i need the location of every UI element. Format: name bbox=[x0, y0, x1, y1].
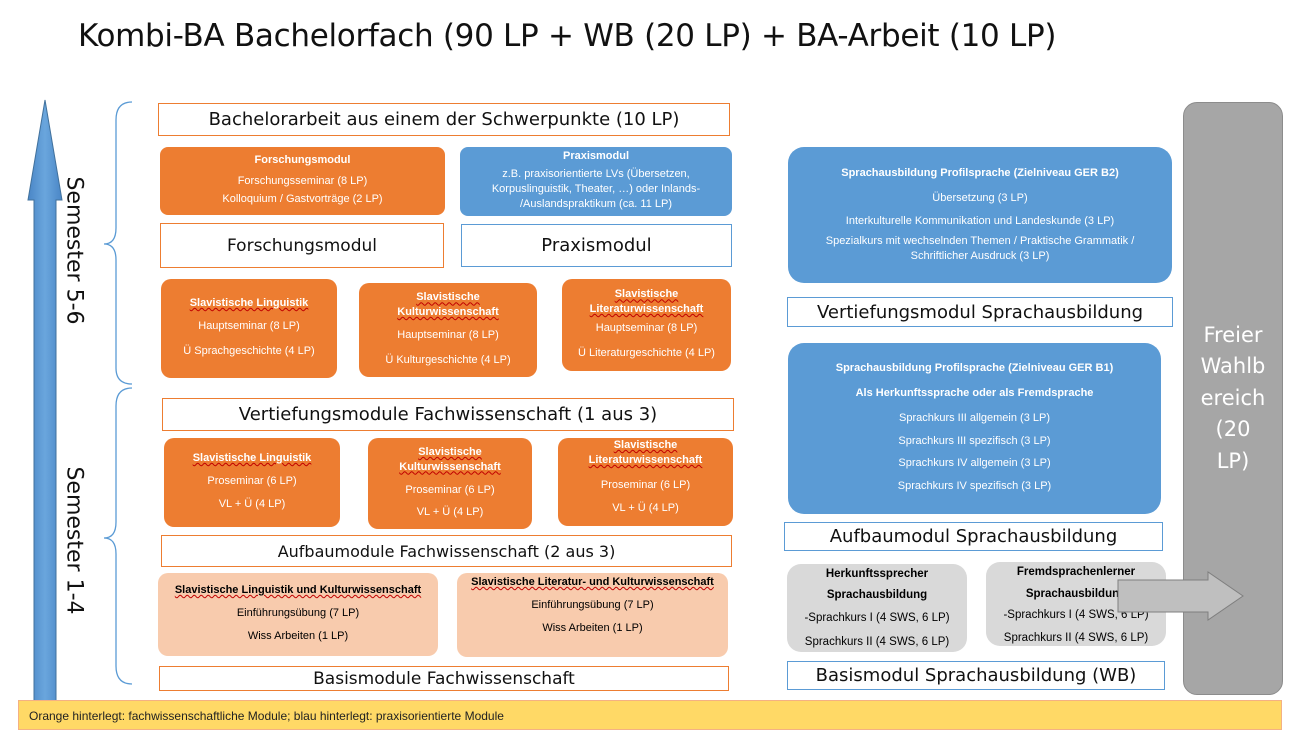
aufbau-card-kultur: Slavistische Kulturwissenschaft Prosemin… bbox=[368, 438, 532, 529]
card-line: Übersetzung (3 LP) bbox=[932, 191, 1028, 204]
card-line: Forschungsseminar (8 LP) bbox=[237, 174, 368, 187]
card-line: Wiss Arbeiten (1 LP) bbox=[542, 621, 643, 634]
sprache-b1-card: Sprachausbildung Profilsprache (Zielnive… bbox=[788, 343, 1161, 514]
card-line: Spezialkurs mit wechselnden Themen / Pra… bbox=[825, 235, 1135, 248]
card-heading: Slavistische Kulturwissenschaft bbox=[397, 291, 499, 319]
card-line: Proseminar (6 LP) bbox=[405, 483, 495, 496]
forschungsmodul-label: Forschungsmodul bbox=[160, 223, 444, 268]
aufbau-sprache-label: Aufbaumodul Sprachausbildung bbox=[784, 522, 1163, 551]
card-line: -Sprachkurs I (4 SWS, 6 LP) bbox=[1003, 608, 1149, 621]
card-line: Wiss Arbeiten (1 LP) bbox=[247, 629, 349, 642]
card-heading: Sprachausbildung Profilsprache (Zielnive… bbox=[835, 361, 1114, 374]
card-heading: Slavistische Kulturwissenschaft bbox=[399, 445, 501, 473]
card-line: Hauptseminar (8 LP) bbox=[595, 322, 698, 334]
vertiefung-sprache-label: Vertiefungsmodul Sprachausbildung bbox=[787, 297, 1173, 327]
card-line: Sprachkurs II (4 SWS, 6 LP) bbox=[804, 635, 950, 648]
praxismodul-label: Praxismodul bbox=[461, 224, 732, 267]
semester-upper-label: Semester 5-6 bbox=[61, 176, 87, 325]
card-line: Einführungsübung (7 LP) bbox=[236, 607, 360, 620]
card-heading: Forschungsmodul bbox=[254, 153, 351, 166]
sprache-b2-card: Sprachausbildung Profilsprache (Zielnive… bbox=[788, 147, 1172, 283]
brace-lower-icon bbox=[103, 387, 133, 685]
vertiefung-card-linguistik: Slavistische Linguistik Hauptseminar (8 … bbox=[161, 279, 337, 378]
card-line: Ü Kulturgeschichte (4 LP) bbox=[385, 353, 511, 366]
freier-line: Freier bbox=[1203, 322, 1263, 347]
card-line: Korpuslinguistik, Theater, …) oder Inlan… bbox=[491, 183, 701, 195]
card-line: /Auslandspraktikum (ca. 11 LP) bbox=[519, 197, 673, 210]
basis-sprache-label: Basismodul Sprachausbildung (WB) bbox=[787, 661, 1165, 690]
card-line: VL + Ü (4 LP) bbox=[218, 497, 286, 510]
card-heading: Slavistische Literatur- und Kulturwissen… bbox=[471, 576, 714, 588]
card-line: Kolloquium / Gastvorträge (2 LP) bbox=[222, 193, 383, 206]
card-line: Ü Sprachgeschichte (4 LP) bbox=[183, 344, 315, 357]
card-line: VL + Ü (4 LP) bbox=[416, 506, 484, 519]
card-line: z.B. praxisorientierte LVs (Übersetzen, bbox=[502, 168, 690, 181]
arrow-overlay bbox=[1117, 571, 1244, 621]
wahlbereich-arrow-icon bbox=[1117, 571, 1244, 621]
card-line: Einführungsübung (7 LP) bbox=[531, 598, 654, 611]
card-heading: Herkunftssprecher Sprachausbildung bbox=[825, 567, 929, 602]
freier-line: LP) bbox=[1216, 448, 1250, 473]
bachelorarbeit-box: Bachelorarbeit aus einem der Schwerpunkt… bbox=[158, 103, 730, 136]
card-line: Schriftlicher Ausdruck (3 LP) bbox=[910, 250, 1050, 263]
card-line: Sprachkurs IV allgemein (3 LP) bbox=[898, 457, 1051, 470]
card-heading: Slavistische Linguistik und Kulturwissen… bbox=[174, 584, 422, 597]
card-heading: Fremdsprachenlerner Sprachausbildung bbox=[1016, 566, 1136, 600]
basis-card-linguistik-kultur: Slavistische Linguistik und Kulturwissen… bbox=[158, 573, 438, 656]
aufbau-fach-label: Aufbaumodule Fachwissenschaft (2 aus 3) bbox=[161, 535, 732, 567]
progression-arrow-icon bbox=[27, 99, 63, 704]
card-line: Sprachkurs II (4 SWS, 6 LP) bbox=[1003, 632, 1149, 645]
aufbau-card-literatur: Slavistische Literaturwissenschaft Prose… bbox=[558, 438, 733, 526]
card-line: Hauptseminar (8 LP) bbox=[198, 320, 300, 333]
card-line: VL + Ü (4 LP) bbox=[612, 501, 679, 514]
card-line: Hauptseminar (8 LP) bbox=[397, 329, 499, 341]
herkunftssprecher-card: Herkunftssprecher Sprachausbildung -Spra… bbox=[787, 564, 967, 652]
aufbau-card-linguistik: Slavistische Linguistik Proseminar (6 LP… bbox=[164, 438, 340, 527]
card-line: Interkulturelle Kommunikation und Landes… bbox=[845, 214, 1115, 227]
card-line: Ü Literaturgeschichte (4 LP) bbox=[578, 346, 715, 359]
freier-line: Wahlb bbox=[1200, 354, 1266, 379]
praxismodul-card: Praxismodul z.B. praxisorientierte LVs (… bbox=[460, 147, 732, 216]
card-line: Sprachkurs III spezifisch (3 LP) bbox=[898, 434, 1051, 447]
forschungsmodul-card: Forschungsmodul Forschungsseminar (8 LP)… bbox=[160, 147, 445, 215]
page-title: Kombi-BA Bachelorfach (90 LP + WB (20 LP… bbox=[78, 18, 1057, 54]
card-subheading: Als Herkunftssprache oder als Fremdsprac… bbox=[855, 386, 1094, 399]
freier-line: ereich bbox=[1200, 385, 1266, 410]
basis-card-literatur-kultur: Slavistische Literatur- und Kulturwissen… bbox=[457, 573, 728, 657]
basis-fach-label: Basismodule Fachwissenschaft bbox=[159, 666, 729, 691]
card-heading: Praxismodul bbox=[562, 150, 630, 163]
card-line: Sprachkurs IV spezifisch (3 LP) bbox=[897, 480, 1052, 493]
card-heading: Slavistische Literaturwissenschaft bbox=[589, 288, 704, 316]
card-heading: Sprachausbildung Profilsprache (Zielnive… bbox=[841, 166, 1119, 179]
card-line: Proseminar (6 LP) bbox=[600, 478, 691, 491]
card-line: Sprachkurs III allgemein (3 LP) bbox=[898, 411, 1050, 424]
card-line: -Sprachkurs I (4 SWS, 6 LP) bbox=[804, 612, 950, 625]
card-heading: Slavistische Literaturwissenschaft bbox=[588, 439, 703, 466]
vertiefung-card-literatur: Slavistische Literaturwissenschaft Haupt… bbox=[562, 279, 731, 371]
vertiefung-card-kultur: Slavistische Kulturwissenschaft Hauptsem… bbox=[359, 283, 537, 377]
legend: Orange hinterlegt: fachwissenschaftliche… bbox=[18, 700, 1282, 730]
freier-line: (20 bbox=[1215, 417, 1251, 442]
vertiefung-fach-label: Vertiefungsmodule Fachwissenschaft (1 au… bbox=[162, 398, 734, 431]
brace-upper-icon bbox=[103, 101, 133, 385]
card-heading: Slavistische Linguistik bbox=[192, 452, 312, 465]
card-line: Proseminar (6 LP) bbox=[207, 475, 297, 488]
card-heading: Slavistische Linguistik bbox=[189, 297, 309, 310]
semester-lower-label: Semester 1-4 bbox=[61, 466, 87, 615]
